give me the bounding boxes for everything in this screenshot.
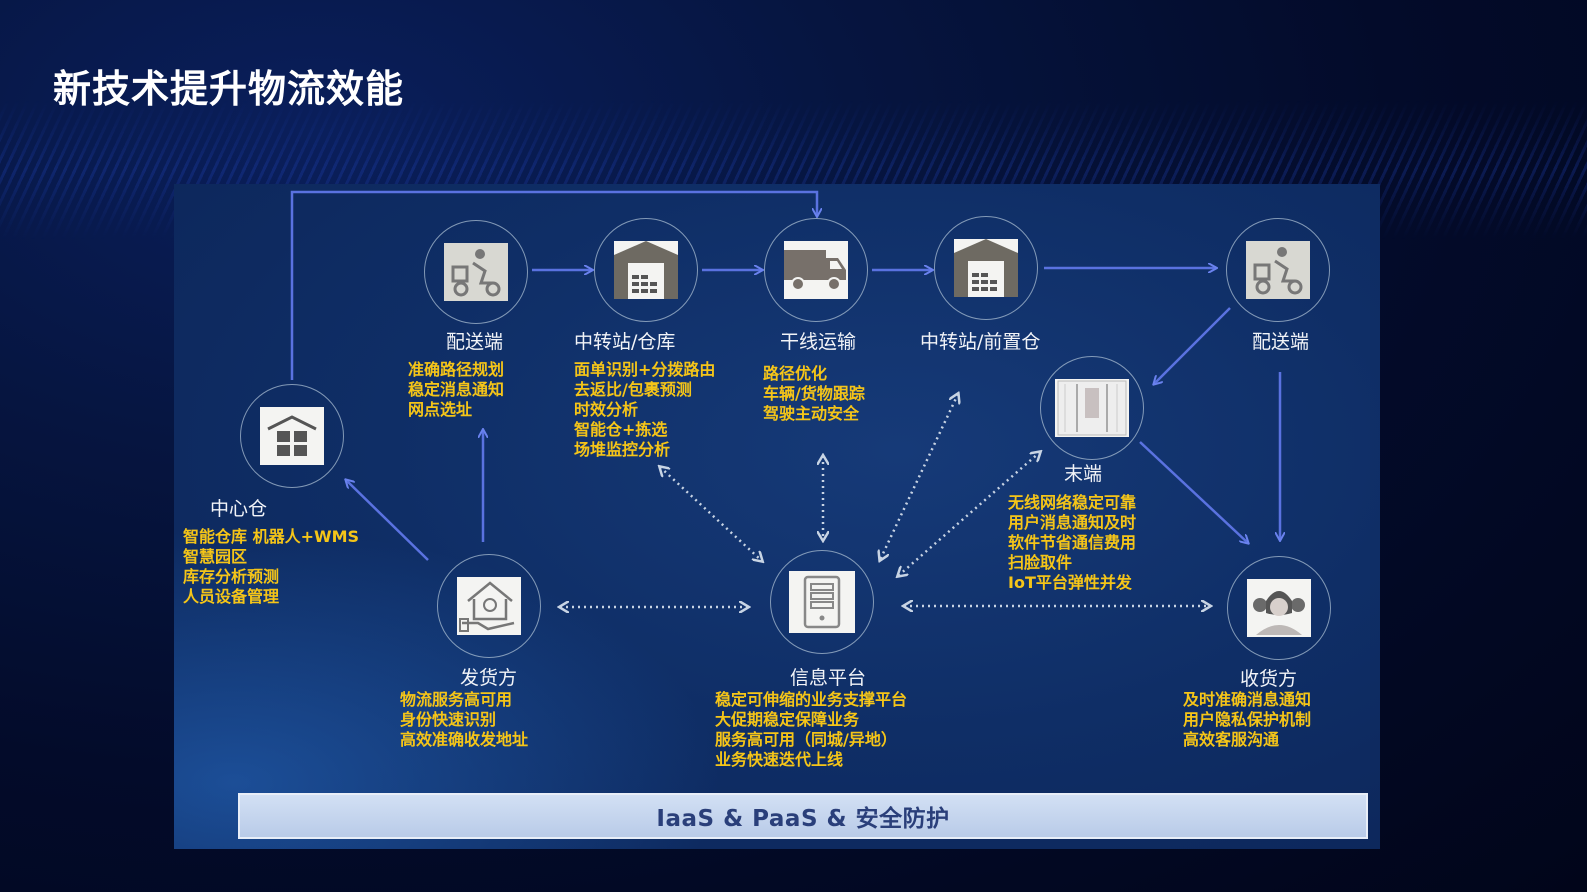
slide-title: 新技术提升物流效能 [53,67,405,111]
desc-line: 准确路径规划 [408,360,505,379]
node-label: 配送端 [1252,331,1310,353]
desc-line: 时效分析 [574,400,639,419]
people-icon [1247,579,1311,637]
node-trunk-transport[interactable] [764,218,868,322]
node-receiver[interactable] [1227,556,1331,660]
desc-line: 智能仓库 机器人+WMS [183,527,360,546]
dotted-front-platform [880,394,958,560]
node-info-platform[interactable] [770,550,874,654]
node-description: 及时准确消息通知 用户隐私保护机制 高效客服沟通 [1183,690,1311,750]
node-description: 稳定可伸缩的业务支撑平台 大促期稳定保障业务 服务高可用（同城/异地） 业务快速… [715,690,907,770]
desc-line: 大促期稳定保障业务 [715,710,860,729]
node-label: 末端 [1064,463,1103,485]
desc-line: IoT平台弹性并发 [1008,573,1132,592]
desc-line: 面单识别+分拨路由 [574,360,716,379]
foundation-bar: IaaS & PaaS & 安全防护 [238,793,1368,839]
desc-line: 智能仓+拣选 [574,420,668,439]
server-icon [789,571,855,633]
arrow-terminal-to-receiver [1139,441,1248,543]
node-transit-warehouse[interactable] [594,218,698,322]
node-description: 物流服务高可用 身份快速识别 高效准确收发地址 [400,690,528,750]
desc-line: 高效客服沟通 [1183,730,1280,749]
desc-line: 驾驶主动安全 [763,404,860,423]
node-label: 干线运输 [780,331,857,353]
locker-icon [1055,379,1129,437]
node-delivery-right[interactable] [1226,218,1330,322]
desc-line: 人员设备管理 [183,587,280,606]
node-description: 面单识别+分拨路由 去返比/包裹预测 时效分析 智能仓+拣选 场堆监控分析 [574,360,715,460]
node-label: 配送端 [446,331,504,353]
house-hand-icon [457,577,521,635]
dotted-transit-platform [660,467,762,561]
desc-line: 去返比/包裹预测 [574,380,692,399]
desc-line: 身份快速识别 [400,710,497,729]
node-label: 收货方 [1240,668,1298,690]
desc-line: 业务快速迭代上线 [715,750,844,769]
desc-line: 扫脸取件 [1008,553,1073,572]
node-center-warehouse[interactable] [240,384,344,488]
desc-line: 智慧园区 [183,547,248,566]
desc-line: 用户消息通知及时 [1008,513,1137,532]
node-label: 中转站/前置仓 [920,331,1041,353]
foundation-label: IaaS & PaaS & 安全防护 [656,806,950,832]
node-description: 无线网络稳定可靠 用户消息通知及时 软件节省通信费用 扫脸取件 IoT平台弹性并… [1008,493,1136,593]
delivery-scooter-icon [444,243,508,301]
node-shipper[interactable] [437,554,541,658]
desc-line: 库存分析预测 [183,567,280,586]
node-description: 路径优化 车辆/货物跟踪 驾驶主动安全 [763,364,865,424]
node-label: 中心仓 [210,498,268,520]
delivery-scooter-icon [1246,241,1310,299]
truck-icon [784,241,848,299]
desc-line: 软件节省通信费用 [1008,533,1137,552]
node-label: 发货方 [460,667,518,689]
desc-line: 稳定可伸缩的业务支撑平台 [715,690,908,709]
desc-line: 用户隐私保护机制 [1183,710,1312,729]
desc-line: 网点选址 [408,400,473,419]
node-description: 准确路径规划 稳定消息通知 网点选址 [408,360,504,420]
desc-line: 物流服务高可用 [400,690,513,709]
warehouse-boxes-icon [260,407,324,465]
desc-line: 及时准确消息通知 [1183,690,1312,709]
node-delivery-left[interactable] [424,220,528,324]
arrow-delivery-to-terminal [1154,307,1231,384]
node-transit-front-warehouse[interactable] [934,216,1038,320]
desc-line: 路径优化 [763,364,828,383]
desc-line: 场堆监控分析 [574,440,671,459]
desc-line: 无线网络稳定可靠 [1008,493,1137,512]
warehouse-icon [954,239,1018,297]
desc-line: 高效准确收发地址 [400,730,529,749]
node-terminal[interactable] [1040,356,1144,460]
dotted-terminal-platform [898,452,1040,576]
arrow-center-to-trunk [290,190,817,380]
desc-line: 车辆/货物跟踪 [763,384,865,403]
node-description: 智能仓库 机器人+WMS 智慧园区 库存分析预测 人员设备管理 [183,527,359,607]
warehouse-icon [614,241,678,299]
arrow-shipper-to-center [346,480,429,561]
node-label: 信息平台 [790,667,867,689]
desc-line: 稳定消息通知 [408,380,505,399]
node-label: 中转站/仓库 [574,331,676,353]
desc-line: 服务高可用（同城/异地） [715,730,897,749]
